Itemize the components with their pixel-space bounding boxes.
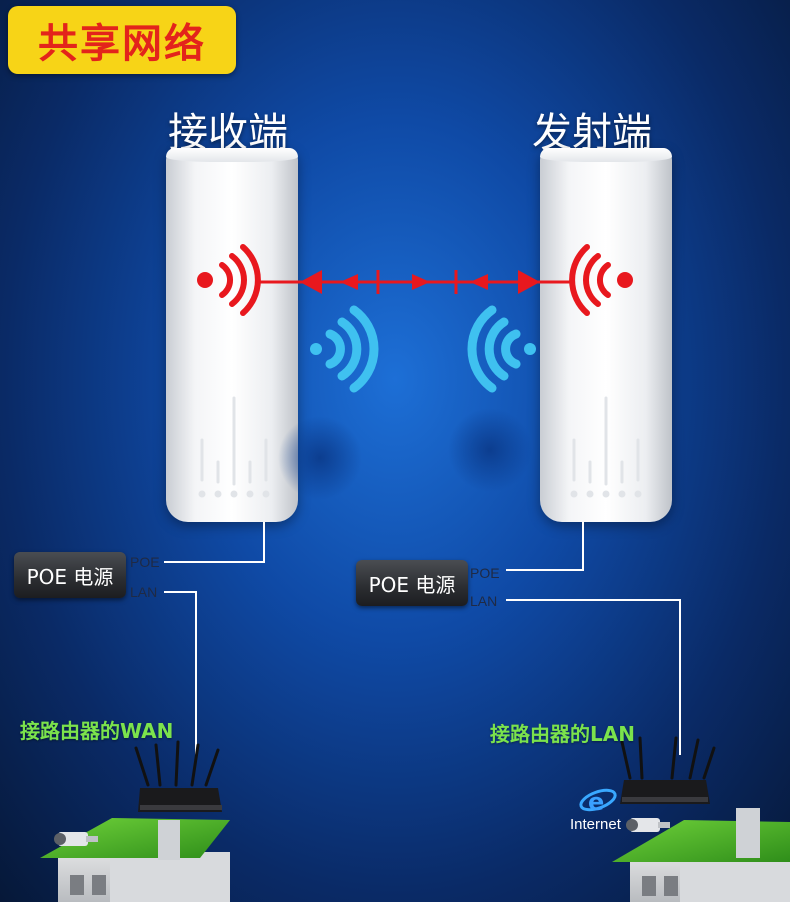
page-title: 共享网络 xyxy=(38,21,206,67)
receiver-indicator-lines xyxy=(200,396,268,486)
receiver-indicator-dots xyxy=(198,490,270,498)
transmitter-port-poe: POE xyxy=(470,565,500,581)
internet-explorer-icon: e xyxy=(579,788,617,816)
transmitter-router-note: 接路由器的LAN xyxy=(490,722,635,746)
receiver-router-note: 接路由器的WAN xyxy=(20,719,174,743)
transmitter-indicator-lines xyxy=(572,396,640,486)
receiver-blue-wifi-signal-icon xyxy=(325,305,379,393)
transmitter-camera-icon xyxy=(626,818,670,832)
glow-right xyxy=(448,408,532,492)
receiver-cpe-device xyxy=(166,148,298,522)
receiver-red-wifi-signal-icon xyxy=(219,244,261,316)
receiver-house-icon xyxy=(40,818,230,902)
receiver-red-dot xyxy=(197,272,213,288)
red-link-line xyxy=(258,270,575,294)
transmitter-blue-wifi-signal-icon xyxy=(467,305,521,393)
receiver-port-lan: LAN xyxy=(130,584,158,600)
receiver-blue-dot xyxy=(310,343,322,355)
transmitter-indicator-dots xyxy=(570,490,642,498)
glow-left xyxy=(278,416,362,500)
transmitter-router-icon xyxy=(620,736,716,804)
transmitter-poe-box: POE 电源 xyxy=(356,560,468,606)
transmitter-cables xyxy=(506,522,681,755)
transmitter-house-icon xyxy=(612,808,790,902)
receiver-cables xyxy=(164,522,265,760)
internet-label: Internet xyxy=(570,816,621,833)
receiver-router-icon xyxy=(134,740,222,812)
title-badge: 共享网络 xyxy=(8,6,236,74)
transmitter-red-dot xyxy=(617,272,633,288)
transmitter-blue-dot xyxy=(524,343,536,355)
receiver-camera-icon xyxy=(54,832,98,846)
svg-text:e: e xyxy=(588,788,604,816)
receiver-port-poe: POE xyxy=(130,554,160,570)
transmitter-poe-box-label: POE 电源 xyxy=(368,572,456,597)
transmitter-red-wifi-signal-icon xyxy=(569,244,611,316)
receiver-poe-box-label: POE 电源 xyxy=(26,564,114,589)
transmitter-port-lan: LAN xyxy=(470,593,498,609)
receiver-poe-box: POE 电源 xyxy=(14,552,126,598)
